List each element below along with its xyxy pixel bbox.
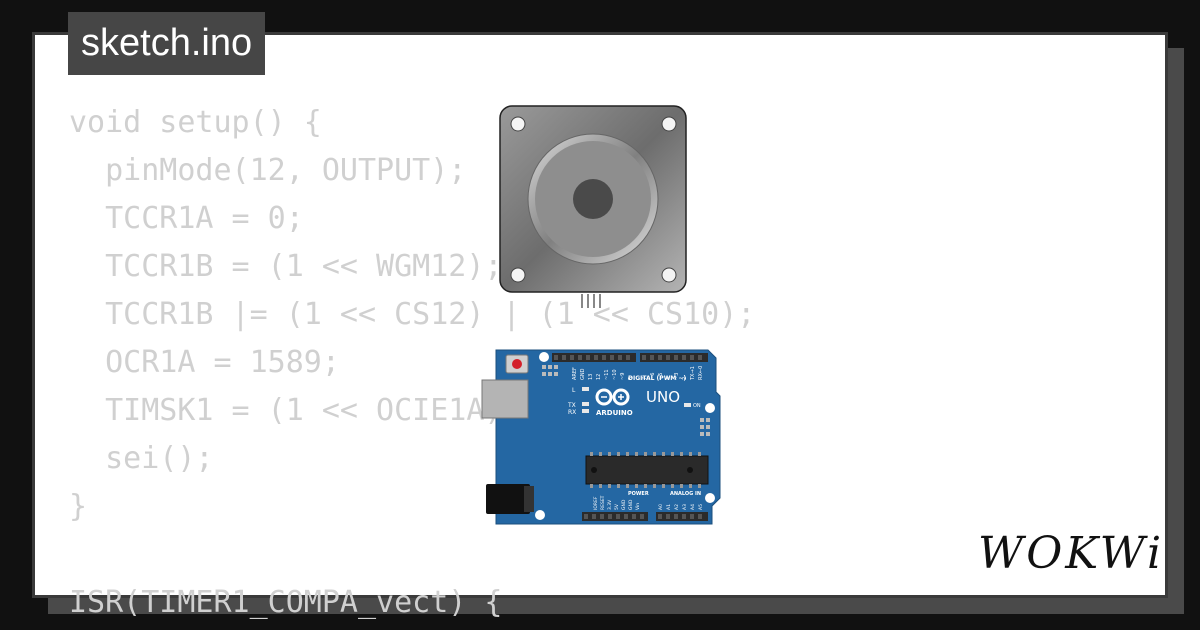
logo-text: WOKWi [978,528,1164,579]
pin-label: A4 [690,504,696,510]
code-line: sei(); [69,441,214,476]
led-rx-label: RX [568,409,576,416]
pin-label: 5V [614,503,620,510]
code-line: TCCR1B = (1 << WGM12); [69,249,503,284]
pin-label: RX←0 [698,366,704,380]
pin-label: 7 [642,377,648,380]
code-line: TCCR1A = 0; [69,201,304,236]
pin-label: 13 [588,374,594,380]
pin-label: A0 [658,504,664,510]
pin-label: IOREF [593,496,599,510]
pin-label: A5 [698,504,704,510]
pin-label: 12 [596,374,602,380]
code-line [69,531,755,579]
board-brand: ARDUINO [596,409,633,417]
led-tx-label: TX [567,402,576,409]
reset-button-icon [512,359,522,369]
stepper-motor [499,105,687,308]
pin-label: A1 [666,504,672,510]
digital-label: DIGITAL (PWM ~) [628,375,686,382]
pin-label: 8 [628,377,634,380]
pin-label: A3 [682,504,688,510]
wokwi-logo: WOKWi [978,528,1161,579]
code-line: ISR(TIMER1_COMPA_vect) { [69,585,503,620]
led-on-label: ON [693,403,701,409]
file-tab: sketch.ino [68,12,266,75]
pin-label: ~6 [650,373,656,380]
pin-label: AREF [572,367,578,380]
pin-label: ~3 [674,373,680,380]
arduino-uno-board: AREF GND 13 12 ~11 ~10 ~9 8 7 ~6 ~5 4 ~3… [481,349,721,525]
analog-label: ANALOG IN [670,491,701,497]
power-label: POWER [628,491,649,497]
pin-label: GND [628,499,634,510]
code-line: TCCR1B |= (1 << CS12) | (1 << CS10); [69,297,756,332]
pin-label: GND [580,368,586,380]
board-model: UNO [646,388,680,406]
pin-label: ~11 [604,369,610,380]
pin-label: Vin [635,503,641,510]
code-line: pinMode(12, OUTPUT); [69,153,467,188]
pin-label: A2 [674,504,680,510]
infinity-logo-icon [595,388,630,406]
code-line: } [69,489,88,524]
pin-label: 4 [666,377,672,380]
pin-label: ~5 [658,373,664,380]
code-line: void setup() { [69,105,322,140]
code-line: OCR1A = 1589; [69,345,340,380]
pin-label: TX→1 [690,366,696,381]
pin-label: 3.3V [607,499,613,510]
pin-label: ~10 [612,369,618,380]
pin-label: 2 [682,377,688,380]
pin-label: RESET [600,495,606,510]
pin-label: GND [621,499,627,510]
pin-label: ~9 [620,373,626,380]
code-preview: void setup() { pinMode(12, OUTPUT); TCCR… [69,99,755,627]
led-l-label: L [572,387,576,394]
